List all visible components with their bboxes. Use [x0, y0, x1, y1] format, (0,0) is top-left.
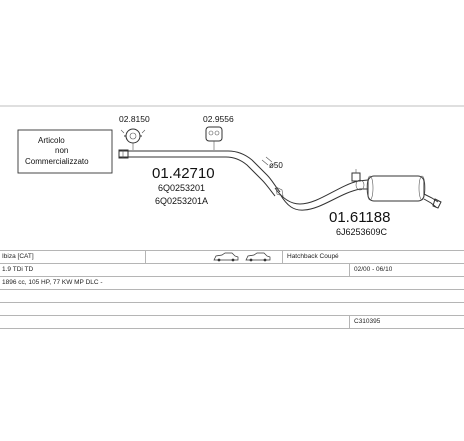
pipe-diameter-label: ø50 — [269, 161, 283, 170]
front-pipe-oem-1: 6Q0253201 — [158, 183, 205, 193]
notice-line-2: non — [55, 146, 68, 155]
not-commercialized-notice: Articolo non Commercializzato — [17, 129, 113, 174]
rear-muffler-oem: 6J6253609C — [336, 227, 388, 237]
front-pipe-drawing — [118, 149, 281, 197]
rubber-hanger-icon — [205, 126, 223, 150]
table-row-empty-1 — [0, 289, 464, 303]
car-body-icon — [212, 252, 274, 264]
model-cell: Ibiza [CAT] — [2, 253, 34, 260]
table-row-engine: 1.9 TDi TD 02/00 - 06/10 — [0, 263, 464, 277]
front-pipe-oem-2: 6Q0253201A — [155, 196, 208, 206]
front-pipe-part-number: 01.42710 — [152, 165, 215, 182]
notice-line-3: Commercializzato — [25, 157, 89, 166]
notice-line-1: Articolo — [38, 136, 65, 145]
body-type-cell: Hatchback Coupé — [287, 253, 339, 260]
clamp-icon — [120, 128, 146, 150]
diagram-code-cell: C310395 — [354, 318, 381, 325]
hanger-part-code: 02.9556 — [203, 114, 234, 124]
table-row-spec: 1896 cc, 105 HP, 77 KW MP DLC - — [0, 276, 464, 290]
engine-cell: 1.9 TDi TD — [2, 266, 34, 273]
table-row-code: C310395 — [0, 315, 464, 329]
table-row-model: Ibiza [CAT] Hatchback Coupé — [0, 250, 464, 264]
spec-cell: 1896 cc, 105 HP, 77 KW MP DLC - — [2, 279, 103, 286]
years-cell: 02/00 - 06/10 — [354, 266, 393, 273]
rear-muffler-part-number: 01.61188 — [329, 209, 390, 226]
rear-muffler-drawing — [274, 169, 442, 211]
table-row-empty-2 — [0, 302, 464, 316]
clamp-part-code: 02.8150 — [119, 114, 150, 124]
table-bottom-border — [0, 328, 464, 329]
